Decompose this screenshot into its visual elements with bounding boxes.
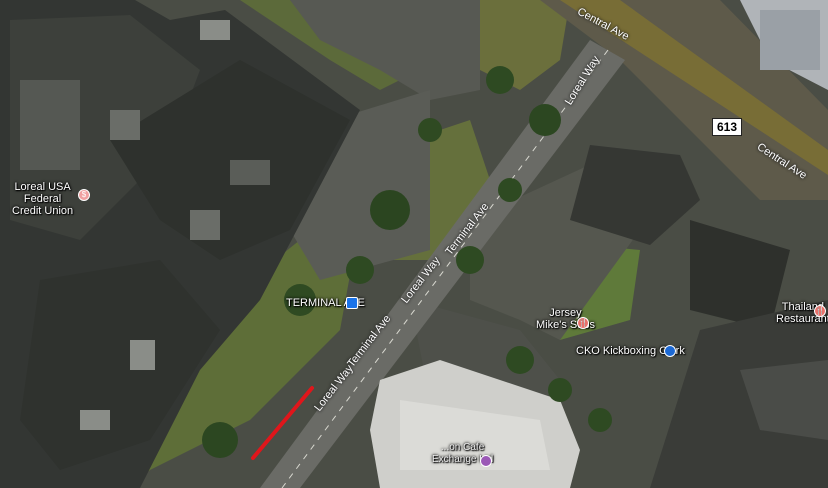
place-label-credit-union[interactable]: Loreal USA Federal Credit Union [12, 181, 74, 217]
restaurant-icon[interactable]: 🍴 [814, 305, 826, 317]
place-label-cko-kickboxing[interactable]: CKO Kickboxing Clark [576, 345, 685, 357]
place-label-terminal-ave[interactable]: TERMINAL AVE [286, 297, 365, 309]
bus-stop-icon[interactable] [346, 297, 358, 309]
place-label-exchange[interactable]: ...on Cafe Exchange Ltd [432, 442, 494, 465]
route-shield-613: 613 [712, 118, 742, 136]
cafe-icon[interactable] [480, 455, 492, 467]
bmw-icon[interactable] [664, 345, 676, 357]
route-highlight [251, 386, 314, 460]
restaurant-icon[interactable]: 🍴 [577, 317, 589, 329]
place-label-thailand-restaurant[interactable]: Thailand Restaurant [776, 301, 828, 325]
credit-union-icon[interactable]: $ [78, 189, 90, 201]
